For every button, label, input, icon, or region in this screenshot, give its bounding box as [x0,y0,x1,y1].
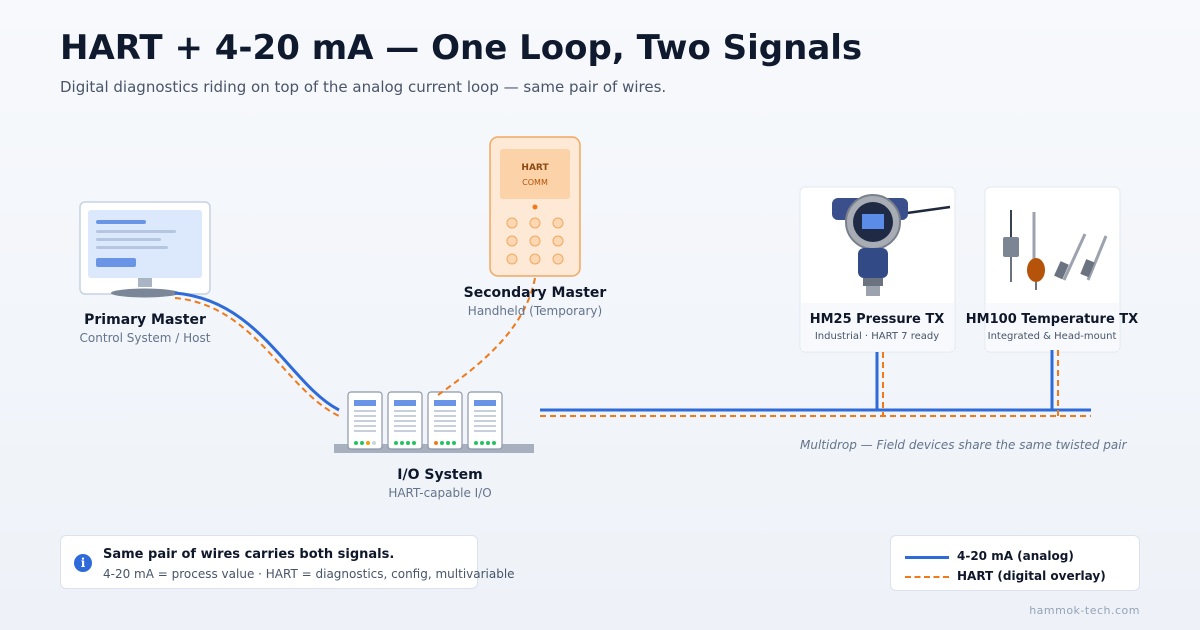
multidrop-note: Multidrop — Field devices share the same… [800,438,1127,452]
analog-loop-wire [174,291,1091,412]
pressure-tx-label: HM25 Pressure TX Industrial · HART 7 rea… [810,312,945,342]
pressure-tx-name: HM25 Pressure TX [809,312,945,327]
io-system-label: I/O System HART-capable I/O [388,467,491,500]
temperature-tx-desc: Integrated & Head-mount [987,331,1117,342]
legend-label-hart: HART (digital overlay) [957,569,1106,583]
footer-url: hammok-tech.com [1029,604,1140,617]
legend-swatch-analog [905,556,949,559]
info-icon: i [74,554,92,572]
primary-master-label: Primary Master Control System / Host [80,312,211,345]
io-rack-icon [334,391,534,453]
info-desc: 4-20 mA = process value · HART = diagnos… [103,567,515,581]
secondary-master-desc: Handheld (Temporary) [467,304,603,318]
primary-master-name: Primary Master [84,312,206,328]
computer-icon [79,201,211,298]
handheld-screen-line2: COMM [522,178,548,187]
secondary-master-name: Secondary Master [463,285,607,301]
legend-swatch-hart [905,576,949,578]
legend: 4-20 mA (analog) HART (digital overlay) [890,535,1140,591]
pressure-transmitter-card [799,186,956,353]
temperature-tx-label: HM100 Temperature TX Integrated & Head-m… [966,312,1138,342]
info-title: Same pair of wires carries both signals. [103,547,395,562]
pressure-tx-desc: Industrial · HART 7 ready [814,331,940,342]
legend-label-analog: 4-20 mA (analog) [957,549,1074,563]
secondary-master-label: Secondary Master Handheld (Temporary) [464,285,607,318]
page-title: HART + 4-20 mA — One Loop, Two Signals [60,28,863,68]
page-subtitle: Digital diagnostics riding on top of the… [60,78,667,96]
handheld-communicator-icon [489,136,581,277]
handheld-screen-line1: HART [521,163,549,173]
io-system-name: I/O System [397,467,483,483]
io-system-desc: HART-capable I/O [388,486,492,500]
hart-overlay-wire [174,277,1091,417]
info-callout: i Same pair of wires carries both signal… [60,535,515,589]
primary-master-desc: Control System / Host [79,331,211,345]
pressure-transmitter-icon [832,194,951,296]
temperature-sensor-icon [1003,210,1108,290]
temperature-tx-name: HM100 Temperature TX [965,312,1139,327]
temperature-transmitter-card [984,186,1121,353]
